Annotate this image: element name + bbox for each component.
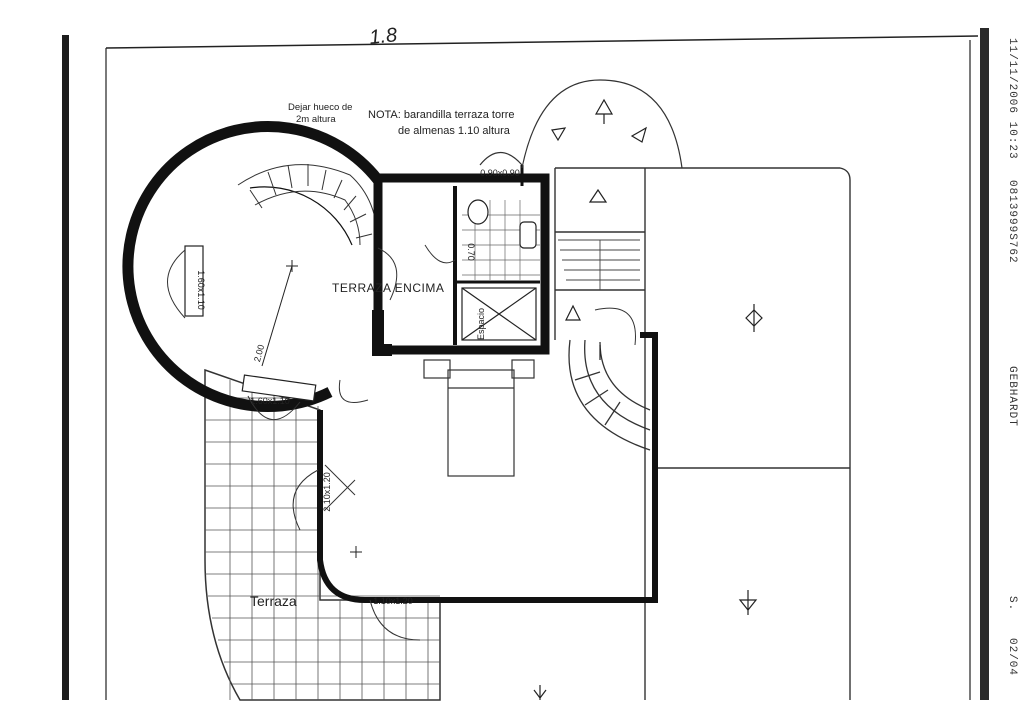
bathroom-fixtures	[461, 199, 537, 341]
radius-line	[261, 260, 362, 558]
sheet-number: 1.8	[368, 24, 398, 49]
terrace-tiles	[204, 368, 441, 701]
dim-door-top: 0.90x0.90	[480, 168, 520, 178]
nota-line2: de almenas 1.10 altura	[398, 125, 511, 137]
fax-phone: 0813999S762	[1006, 180, 1018, 264]
espacio-label: Espacio	[476, 308, 486, 340]
left-scan-edge	[62, 35, 69, 700]
dim-bath-width: 0.70	[466, 243, 476, 261]
direction-markers	[533, 98, 763, 700]
bed	[423, 359, 535, 477]
top-border	[105, 35, 979, 49]
spiral-stair-right	[568, 339, 651, 451]
fax-page: 02/04	[1006, 638, 1018, 677]
fax-sender: GEBHARDT	[1006, 366, 1018, 427]
nota-line1: NOTA: barandilla terraza torre	[368, 109, 515, 121]
straight-stair	[558, 239, 640, 290]
dim-door-side: 2.10x1.20	[322, 472, 332, 512]
fax-page-prefix-wrap: S.	[1006, 596, 1018, 611]
door-swings	[292, 244, 636, 641]
house-walls	[317, 165, 658, 603]
adjacent-building	[554, 167, 851, 700]
tower-windows	[184, 245, 317, 402]
fax-header: 11/11/2006 10:23	[1006, 38, 1018, 160]
stair-note-line1: Dejar hueco de	[288, 102, 352, 113]
fax-sender-wrap: GEBHARDT	[1006, 366, 1018, 427]
fax-page-prefix: S.	[1006, 596, 1018, 612]
terraza-label: Terraza	[250, 593, 297, 609]
window-swings	[167, 249, 369, 420]
dim-window-left: 1.60x1.10	[196, 270, 206, 310]
stair-note-line2: 2m altura	[296, 114, 336, 125]
tower-walls	[122, 121, 383, 412]
tower-stair	[237, 164, 379, 246]
dim-door-bottom: 1.10x1.20	[373, 596, 413, 606]
top-semicircle	[479, 79, 683, 169]
terraza-encima-label: TERRAZA ENCIMA	[332, 281, 444, 295]
dim-radius: 2.00	[252, 343, 266, 363]
right-scan-edge	[980, 28, 989, 700]
fax-datetime: 11/11/2006 10:23	[1006, 38, 1018, 160]
fax-page-wrap: 02/04	[1006, 638, 1018, 676]
dim-window-bottom: 1.60x1.10	[250, 396, 290, 406]
fax-phone-wrap: 0813999S762	[1006, 180, 1018, 264]
